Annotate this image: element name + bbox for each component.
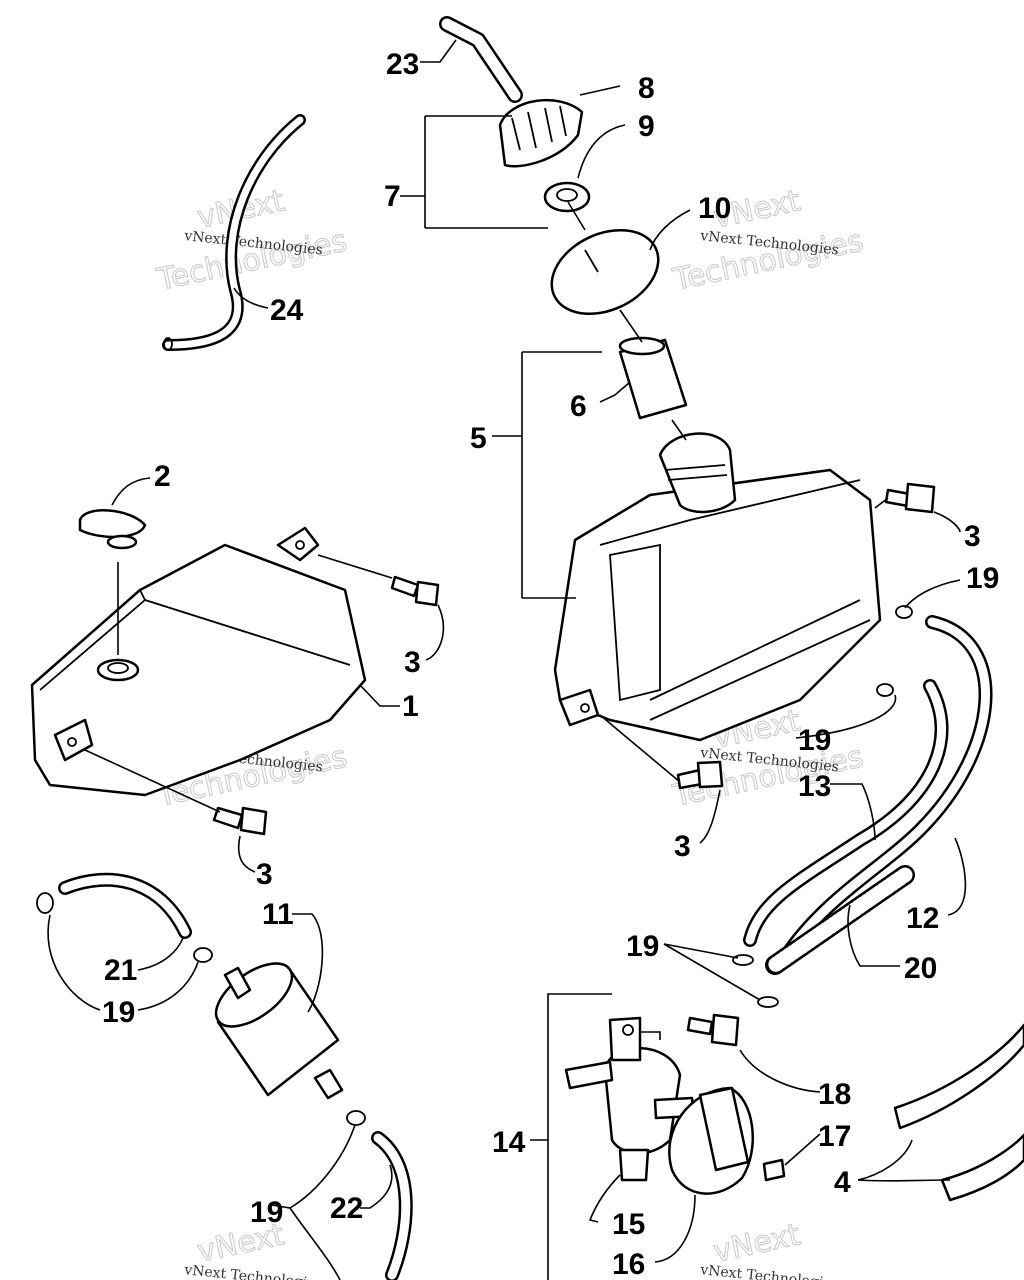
part-6-filler-neck: [618, 336, 688, 420]
part-2-oil-cap: [78, 509, 147, 550]
callout-11: 11: [262, 898, 294, 931]
watermark-top-left: vNext Technologies vNext Technologies: [153, 183, 351, 299]
part-4-strap: [893, 1023, 1024, 1202]
callout-23: 23: [386, 48, 419, 81]
part-23-vent-tube: [439, 16, 523, 103]
callout-3: 3: [404, 646, 421, 679]
part-8-fuel-cap: [498, 99, 584, 168]
callout-9: 9: [638, 110, 655, 143]
callout-5: 5: [470, 422, 487, 455]
part-21-hose: [58, 872, 192, 939]
callout-22: 22: [330, 1192, 363, 1225]
part-18-bolt: [686, 1013, 740, 1047]
watermark-small: vNext Technologies: [699, 1262, 840, 1280]
part-10-washer: [550, 228, 660, 316]
callout-19: 19: [798, 724, 831, 757]
callout-12: 12: [906, 902, 939, 935]
callout-1: 1: [402, 690, 419, 723]
part-16-valve-knob: [668, 1086, 754, 1195]
part-3-bolt-d: [676, 760, 724, 790]
callout-3: 3: [964, 520, 981, 553]
callout-8: 8: [638, 72, 655, 105]
callout-19: 19: [102, 996, 135, 1029]
callout-20: 20: [904, 952, 937, 985]
callout-4: 4: [834, 1166, 851, 1199]
callout-2: 2: [154, 460, 171, 493]
part-17-screw: [762, 1158, 786, 1182]
callout-19: 19: [966, 562, 999, 595]
watermark-small: vNext Technologies: [183, 1262, 324, 1280]
part-3-bolt-a: [390, 575, 440, 607]
callout-3: 3: [256, 858, 273, 891]
part-12-hose: [773, 615, 993, 972]
part-3-bolt-c: [884, 482, 936, 514]
part-11-fuel-filter: [214, 962, 344, 1100]
callout-24: 24: [270, 294, 304, 327]
part-3-bolt-b: [212, 806, 268, 836]
part-5-fuel-tank: [553, 432, 882, 742]
part-22-hose: [371, 1131, 413, 1280]
part-19-clamps: [36, 605, 913, 1126]
part-1-oil-tank: [30, 526, 367, 797]
watermark-bottom-right: vNext vNext Technologies: [699, 1217, 840, 1280]
callout-18: 18: [818, 1078, 851, 1111]
callout-17: 17: [818, 1120, 851, 1153]
callout-19: 19: [626, 930, 659, 963]
callout-13: 13: [798, 770, 831, 803]
part-24-hose: [162, 114, 306, 351]
callout-10: 10: [698, 192, 731, 225]
callout-7: 7: [384, 180, 401, 213]
callout-21: 21: [104, 954, 137, 987]
part-9-gasket: [543, 181, 591, 213]
callout-labels: 23 8 9 7 10 24 6 5 2 3 19 3 1 19 13 3 3 …: [102, 48, 999, 1280]
callout-6: 6: [570, 390, 587, 423]
watermark-big-1: vNext: [710, 1217, 803, 1270]
callout-19: 19: [250, 1196, 283, 1229]
callout-16: 16: [612, 1248, 645, 1280]
callout-3: 3: [674, 830, 691, 863]
leader-lines: [47, 39, 967, 1280]
callout-15: 15: [612, 1208, 645, 1241]
part-13-hose: [743, 679, 949, 947]
part-20-sleeve: [765, 865, 915, 975]
callout-14: 14: [492, 1126, 526, 1159]
